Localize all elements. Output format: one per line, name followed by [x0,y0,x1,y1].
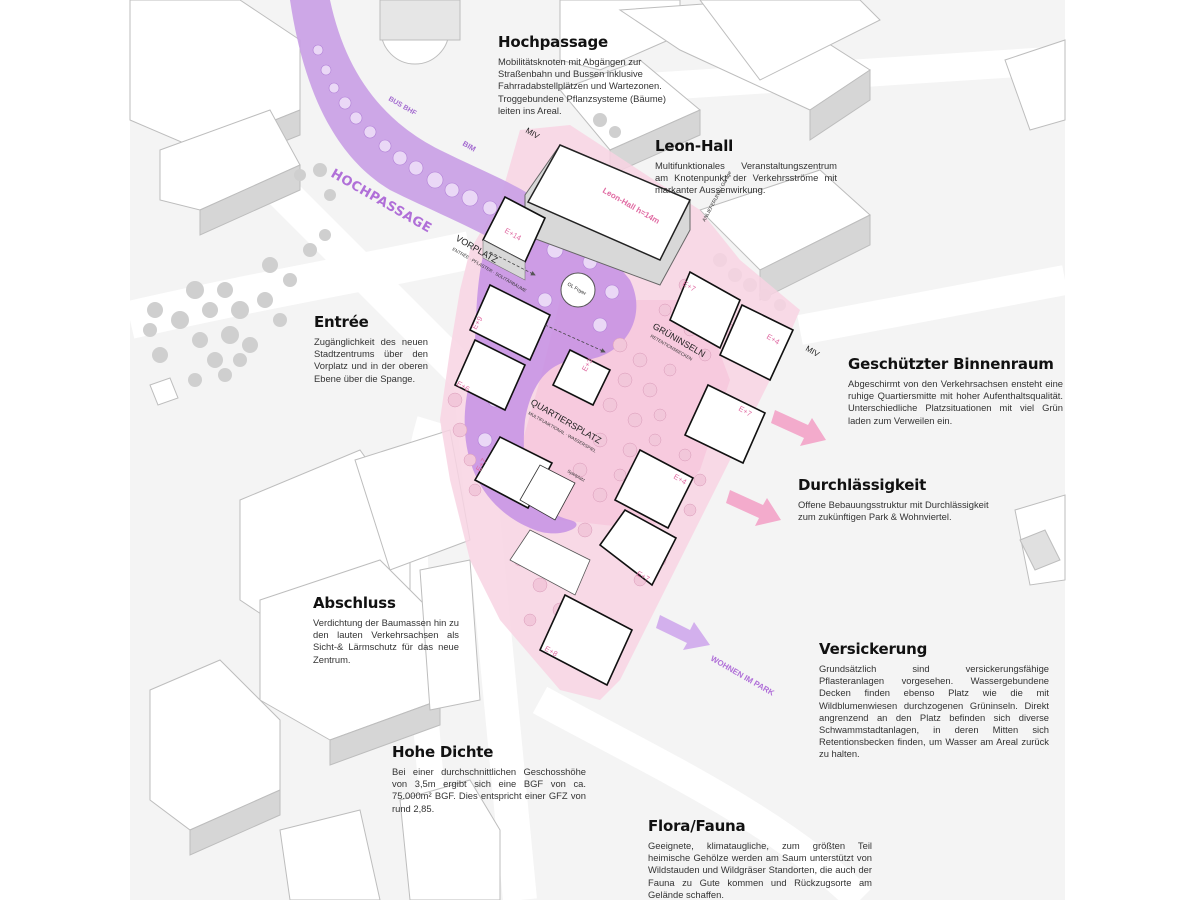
body-binnenraum: Abgeschirmt von den Verkehrsachsen enste… [848,378,1063,426]
body-hohe-dichte: Bei einer durchschnittlichen Geschosshöh… [392,766,586,814]
text-flora: Flora/Fauna Geeignete, klimataugliche, z… [648,817,872,900]
text-versickerung: Versickerung Grundsätzlich sind versicke… [819,640,1049,761]
passage-planters [312,44,620,477]
title-binnenraum: Geschützter Binnenraum [848,355,1054,373]
text-binnenraum: Geschützter Binnenraum Abgeschirmt von d… [848,355,1063,427]
ol-foyer-rotunda [560,272,596,308]
text-durchlaessigkeit: Durchlässigkeit Offene Bebauungsstruktur… [798,476,998,523]
body-versickerung: Grundsätzlich sind versickerungsfähige P… [819,663,1049,760]
title-hochpassage: Hochpassage [498,33,608,51]
title-flora: Flora/Fauna [648,817,746,835]
body-abschluss: Verdichtung der Baumassen hin zu den lau… [313,617,459,665]
hochpassage-band [290,0,545,255]
body-entree: Zugänglichkeit des neuen Stadtzentrums ü… [314,336,428,384]
body-durchlaessigkeit: Offene Bebauungsstruktur mit Durchlässig… [798,499,989,523]
text-entree: Entrée Zugänglichkeit des neuen Stadtzen… [314,313,428,385]
title-entree: Entrée [314,313,369,331]
text-abschluss: Abschluss Verdichtung der Baumassen hin … [313,594,459,666]
body-flora: Geeignete, klimataugliche, zum größten T… [648,840,872,900]
title-leon-hall: Leon-Hall [655,137,734,155]
text-leon-hall: Leon-Hall Multifunktionales Veranstaltun… [655,137,837,197]
body-hochpassage: Mobilitätsknoten mit Abgängen zur Straße… [498,56,666,116]
quarter-buildings [453,144,795,687]
context-buildings [129,0,1066,900]
title-hohe-dichte: Hohe Dichte [392,743,494,761]
body-leon-hall: Multifunktionales Veranstaltungszentrum … [655,160,837,196]
direction-arrows [489,251,826,650]
title-abschluss: Abschluss [313,594,396,612]
text-hochpassage: Hochpassage Mobilitätsknoten mit Abgänge… [498,33,668,117]
title-durchlaessigkeit: Durchlässigkeit [798,476,927,494]
title-versickerung: Versickerung [819,640,928,658]
text-hohe-dichte: Hohe Dichte Bei einer durchschnittlichen… [392,743,586,815]
